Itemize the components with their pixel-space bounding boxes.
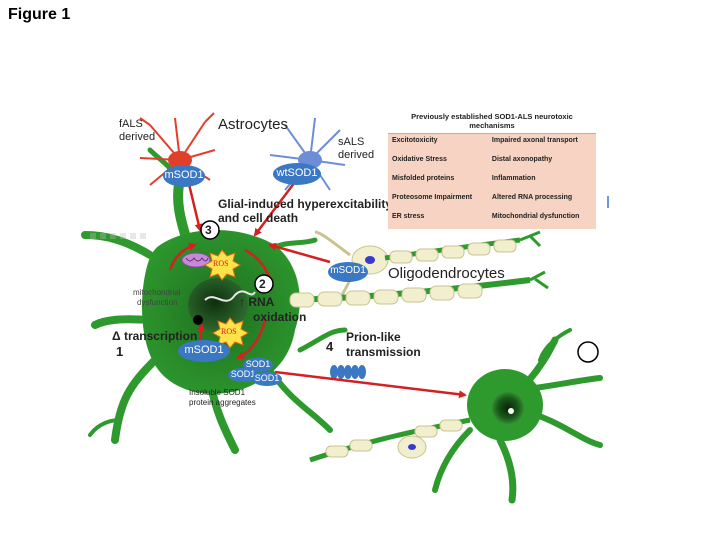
table-cell: Proteosome Impairment — [388, 191, 488, 210]
table-row: Proteosome Impairment Altered RNA proces… — [388, 191, 596, 210]
sod1-aggregate-3-label: SOD1 — [254, 373, 280, 383]
empty-circle — [577, 341, 599, 363]
step-2-circle — [254, 274, 274, 294]
ros-burst-icon-bottom — [211, 317, 250, 349]
table-cell: Altered RNA processing — [487, 191, 596, 210]
msod1-neuron-badge — [178, 340, 230, 362]
table-cell: Oxidative Stress — [388, 153, 488, 172]
table-cell: Distal axonopathy — [487, 153, 596, 172]
table-cell: Excitotoxicity — [388, 133, 488, 153]
main-axon — [289, 277, 531, 303]
prion-like-label-1: Prion-like — [346, 330, 401, 344]
rna-strand — [204, 290, 256, 302]
wtsod1-astrocyte-label: wtSOD1 — [276, 167, 318, 179]
oligodendrocytes-label: Oligodendrocytes — [388, 265, 505, 282]
faint-icons — [90, 233, 146, 239]
delta-transcription-label: Δ transcription — [112, 329, 198, 343]
second-neuron-nucleus — [492, 392, 524, 424]
prion-like-label-2: transmission — [346, 345, 421, 359]
table-cell: Mitochondrial dysfunction — [487, 210, 596, 229]
table-row: Oxidative Stress Distal axonopathy — [388, 153, 596, 172]
msod1-oligo-badge — [328, 262, 368, 282]
blue-marker — [607, 196, 609, 208]
rna-oxidation-label-1: ↑ RNA — [239, 295, 275, 309]
step-1-number: 1 — [116, 344, 124, 359]
table-cell: Inflammation — [487, 172, 596, 191]
sod1-aggregate-2 — [228, 368, 258, 382]
mitochondrial-dysfunction-label-1: mitochondrial — [133, 288, 181, 297]
step-2-number: 2 — [259, 277, 266, 291]
ros-label-bottom: ROS — [221, 327, 237, 336]
ros-burst-icon-top — [203, 249, 242, 281]
msod1-astrocyte-label: mSOD1 — [164, 169, 204, 181]
figure-title: Figure 1 — [8, 6, 71, 23]
step-3-number: 3 — [205, 223, 212, 237]
sod1-aggregate-2-label: SOD1 — [230, 369, 256, 379]
ros-label-top: ROS — [213, 259, 229, 268]
msod1-oligo-label: mSOD1 — [330, 265, 366, 276]
sod1-aggregate-1-label: SOD1 — [245, 359, 271, 369]
fals-derived-label: derived — [119, 131, 156, 143]
msod1-neuron-label: mSOD1 — [184, 344, 224, 356]
table-row: Excitotoxicity Impaired axonal transport — [388, 133, 596, 153]
cell-death-label: and cell death — [218, 211, 299, 225]
sals-label: sALS — [338, 136, 365, 148]
astrocytes-label: Astrocytes — [218, 116, 289, 133]
intercellular-arrows — [186, 179, 467, 399]
mechanisms-table: Previously established SOD1-ALS neurotox… — [388, 110, 596, 229]
nucleolus — [193, 315, 203, 325]
rna-oxidation-label-2: oxidation — [253, 310, 307, 324]
myelin-sheaths-lower — [325, 419, 463, 458]
table-cell: ER stress — [388, 210, 488, 229]
table-row: ER stress Mitochondrial dysfunction — [388, 210, 596, 229]
myelin-sheaths-main — [289, 283, 483, 308]
table-cell: Impaired axonal transport — [487, 133, 596, 153]
sals-derived-label: derived — [338, 149, 375, 161]
insoluble-aggregates-label-2: protein aggregates — [189, 398, 256, 407]
mechanisms-table-header: Previously established SOD1-ALS neurotox… — [388, 110, 596, 134]
table-row: Misfolded proteins Inflammation — [388, 172, 596, 191]
fals-label: fALS — [119, 118, 143, 130]
main-neuron-nucleus — [188, 278, 248, 332]
wtsod1-astrocyte-badge — [273, 163, 321, 185]
step-4-number: 4 — [326, 339, 334, 354]
table-cell: Misfolded proteins — [388, 172, 488, 191]
glial-hyperexcitability-label: Glial-induced hyperexcitability — [218, 197, 393, 211]
myelin-sheaths-upper — [389, 239, 517, 264]
insoluble-aggregates-label-1: Insoluble SOD1 — [189, 388, 246, 397]
sod1-aggregate-3 — [252, 372, 282, 386]
sod1-fibril-icon — [330, 365, 366, 379]
mitochondrial-dysfunction-label-2: dysfunction — [137, 298, 178, 307]
msod1-astrocyte-badge — [163, 165, 205, 187]
step-3-circle — [200, 220, 220, 240]
